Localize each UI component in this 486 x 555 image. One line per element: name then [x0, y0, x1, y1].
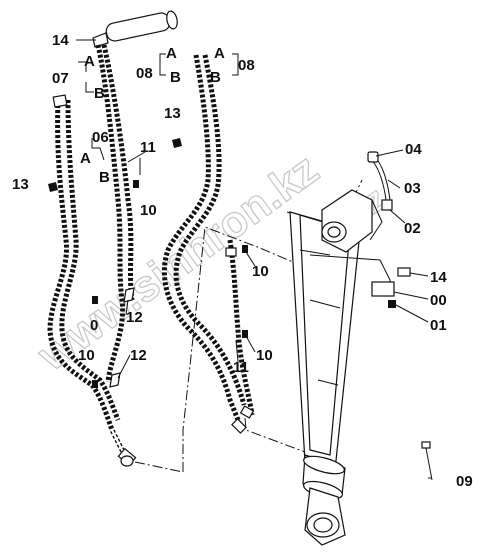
label-14-right: 14	[430, 269, 447, 286]
label-07-a: A	[84, 53, 95, 70]
label-04: 04	[405, 141, 422, 158]
label-08-b2: B	[210, 69, 221, 86]
label-11-upper: 11	[140, 139, 156, 156]
label-03: 03	[404, 180, 421, 197]
label-13-left: 13	[12, 176, 29, 193]
label-08-b1: B	[170, 69, 181, 86]
leader-lines	[76, 39, 432, 479]
hose-left-upper	[95, 44, 135, 383]
label-08-a2: A	[214, 45, 225, 62]
label-06-a: A	[80, 150, 91, 167]
label-00: 00	[430, 292, 447, 309]
label-01: 01	[430, 317, 447, 334]
bolt-09	[421, 441, 433, 481]
label-08-a1: A	[166, 45, 177, 62]
accumulator-top	[92, 10, 178, 48]
label-02: 02	[404, 220, 421, 237]
label-11-lower: 11	[233, 359, 249, 376]
label-09: 09	[456, 473, 473, 490]
part-labels: 14 07 A B 08 A B A B 08 13 06 A B 11 13 …	[12, 32, 473, 490]
hose-center-right	[227, 239, 255, 416]
label-08-right: 08	[238, 57, 255, 74]
bolts-and-clamps	[48, 138, 396, 388]
label-06-b: B	[99, 169, 110, 186]
label-10-center-upper: 10	[252, 263, 269, 280]
label-13-center: 13	[164, 105, 181, 122]
label-12-upper: 12	[126, 309, 143, 326]
hose-center-pair	[162, 54, 247, 426]
label-12-lower: 12	[130, 347, 147, 364]
label-10-upper: 10	[140, 202, 157, 219]
hose-fittings	[52, 94, 255, 467]
label-07: 07	[52, 70, 69, 87]
cylinder-top-tube	[309, 151, 411, 297]
label-10-center-lower: 10	[256, 347, 273, 364]
label-08-left: 08	[136, 65, 153, 82]
label-06: 06	[92, 129, 109, 146]
label-14-top: 14	[52, 32, 69, 49]
label-07-b: B	[94, 85, 105, 102]
hydraulic-cylinder	[289, 189, 373, 546]
label-10-left-lower: 10	[78, 347, 95, 364]
label-0-fragment: 0	[90, 317, 98, 334]
